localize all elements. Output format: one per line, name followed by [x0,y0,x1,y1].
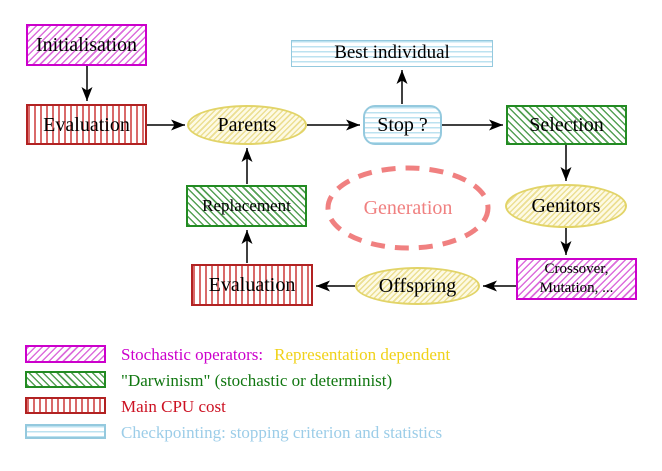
node-crossover-line1: Crossover, [544,261,609,278]
node-initialisation: Initialisation [26,24,147,66]
legend-checkpointing-text: Checkpointing: stopping criterion and st… [121,423,443,442]
node-offspring-label: Offspring [378,275,457,297]
node-replacement-label: Replacement [202,195,291,215]
legend-label-main-cpu-cost: Main CPU cost [121,397,226,417]
node-best-individual: Best individual [291,40,493,67]
node-genitors: Genitors [505,184,627,228]
node-parents-label: Parents [217,114,277,136]
node-evaluation-bottom: Evaluation [191,264,313,306]
legend-stochastic-text: Stochastic operators: [121,345,264,364]
node-replacement: Replacement [186,185,307,227]
node-selection: Selection [506,105,627,145]
legend-swatch-checkpointing [25,424,106,439]
node-genitors-label: Genitors [531,195,601,217]
legend-label-darwinism: "Darwinism" (stochastic or determinist) [121,371,392,391]
node-stop: Stop ? [363,105,442,145]
node-initialisation-label: Initialisation [35,34,138,56]
legend-label-checkpointing: Checkpointing: stopping criterion and st… [121,423,442,443]
legend-darwinism-text: "Darwinism" (stochastic or determinist) [121,371,393,390]
generation-dashed-ellipse [325,165,491,251]
node-selection-label: Selection [529,114,604,136]
node-evaluation-bottom-label: Evaluation [208,274,296,296]
legend-representation-dependent-text: Representation dependent [274,345,451,364]
legend-swatch-darwinism [25,371,106,388]
node-crossover-line2: Mutation, ... [539,280,614,296]
legend-swatch-stochastic-operators [25,345,106,363]
node-generation-label: Generation [363,196,453,219]
legend-cpu-text: Main CPU cost [121,397,226,416]
node-crossover-mutation: Crossover, Mutation, ... [516,258,637,300]
node-best-individual-label: Best individual [334,42,450,64]
node-generation: Generation [326,168,490,248]
node-offspring: Offspring [355,267,480,305]
node-stop-label: Stop ? [377,114,428,136]
node-evaluation-top-label: Evaluation [43,113,130,136]
legend-label-stochastic-operators: Stochastic operators: Representation depe… [121,345,450,365]
node-evaluation-top: Evaluation [26,104,147,145]
legend-swatch-main-cpu-cost [25,397,106,414]
node-parents: Parents [187,105,307,145]
